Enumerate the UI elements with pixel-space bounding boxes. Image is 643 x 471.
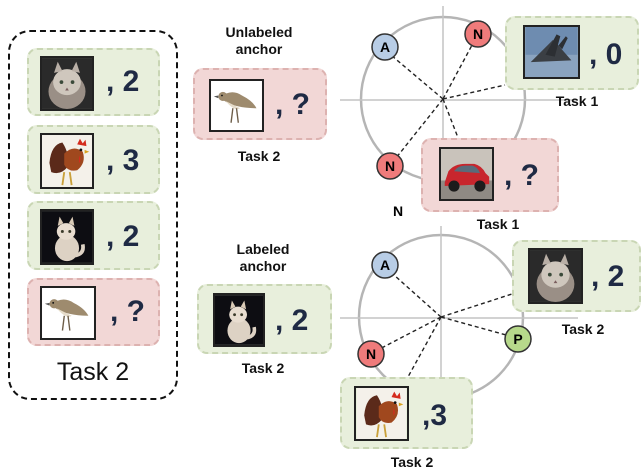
top-node-a xyxy=(371,33,399,61)
top-anchor-title: Unlabeled anchor xyxy=(196,24,322,58)
bottom-node-a xyxy=(371,251,399,279)
car-icon xyxy=(439,147,494,201)
top-anchor-label: , ? xyxy=(275,88,310,121)
bottom-sample-2-card: ,3 xyxy=(340,377,473,449)
cat-icon xyxy=(213,293,265,347)
bottom-anchor-title-line2: anchor xyxy=(239,258,287,274)
cat-icon xyxy=(40,209,94,265)
bottom-sample-2-label: ,3 xyxy=(422,399,448,432)
top-anchor-title-line1: Unlabeled xyxy=(225,24,293,40)
task-group-item-3: , 2 xyxy=(27,201,160,270)
bottom-edge-sample2 xyxy=(402,316,442,387)
airplane-icon xyxy=(523,25,580,79)
bottom-node-a-label: A xyxy=(379,257,391,273)
top-sample-2-task: Task 1 xyxy=(476,216,520,232)
bottom-sample-1-task: Task 2 xyxy=(561,321,605,337)
task-group-label: Task 2 xyxy=(56,358,130,386)
bird-icon xyxy=(40,286,96,340)
top-anchor-title-line2: anchor xyxy=(235,41,283,57)
top-edge-n1 xyxy=(442,33,479,100)
top-edge-sample1 xyxy=(442,84,506,100)
task-group-item-4: , ? xyxy=(27,278,160,346)
top-node-n1-label: N xyxy=(472,26,484,42)
bottom-sample-1-card: , 2 xyxy=(512,240,641,312)
task-group-item-2: , 3 xyxy=(27,125,160,194)
bottom-anchor-label: , 2 xyxy=(275,304,309,337)
bottom-sample-1-label: , 2 xyxy=(591,260,625,293)
bottom-node-p-label: P xyxy=(513,331,523,347)
task-group-item-4-label: , ? xyxy=(110,295,145,328)
top-node-a-label: A xyxy=(379,39,391,55)
bottom-anchor-task: Task 2 xyxy=(241,360,285,376)
bottom-node-p xyxy=(504,325,532,353)
bottom-anchor-card: , 2 xyxy=(197,284,332,354)
bottom-anchor-title-line1: Labeled xyxy=(236,241,290,257)
bottom-embedding-space xyxy=(340,226,578,416)
task-group-item-1-label: , 2 xyxy=(106,65,140,98)
bird-icon xyxy=(209,79,264,132)
top-anchor-card: , ? xyxy=(193,68,327,140)
rooster-icon xyxy=(354,386,409,441)
bottom-edge-p xyxy=(440,316,518,339)
bottom-edge-a xyxy=(384,266,442,318)
task-group-item-2-label: , 3 xyxy=(106,144,140,177)
top-stray-n-label: N xyxy=(392,203,404,219)
cat-icon xyxy=(528,248,583,304)
top-node-n2 xyxy=(376,152,404,180)
top-edge-a xyxy=(384,49,444,100)
top-sample-1-label: , 0 xyxy=(589,38,623,71)
top-sample-1-task: Task 1 xyxy=(555,93,599,109)
bottom-edge-n xyxy=(371,316,442,354)
top-node-n1 xyxy=(464,20,492,48)
top-sample-2-card: , ? xyxy=(421,138,559,212)
top-node-n2-label: N xyxy=(384,158,396,174)
task-group-item-1: , 2 xyxy=(27,48,160,116)
task-group-item-3-label: , 2 xyxy=(106,220,140,253)
top-anchor-task: Task 2 xyxy=(237,148,281,164)
top-sample-1-card: , 0 xyxy=(505,16,639,90)
bottom-node-n xyxy=(357,340,385,368)
top-sample-2-label: , ? xyxy=(504,159,539,192)
bottom-edge-sample1 xyxy=(440,293,513,318)
task-group-box: Task 2 xyxy=(8,30,178,400)
cat-icon xyxy=(40,56,94,111)
bottom-node-n-label: N xyxy=(365,346,377,362)
bottom-sample-2-task: Task 2 xyxy=(390,454,434,470)
rooster-icon xyxy=(40,133,94,189)
bottom-anchor-title: Labeled anchor xyxy=(200,241,326,275)
